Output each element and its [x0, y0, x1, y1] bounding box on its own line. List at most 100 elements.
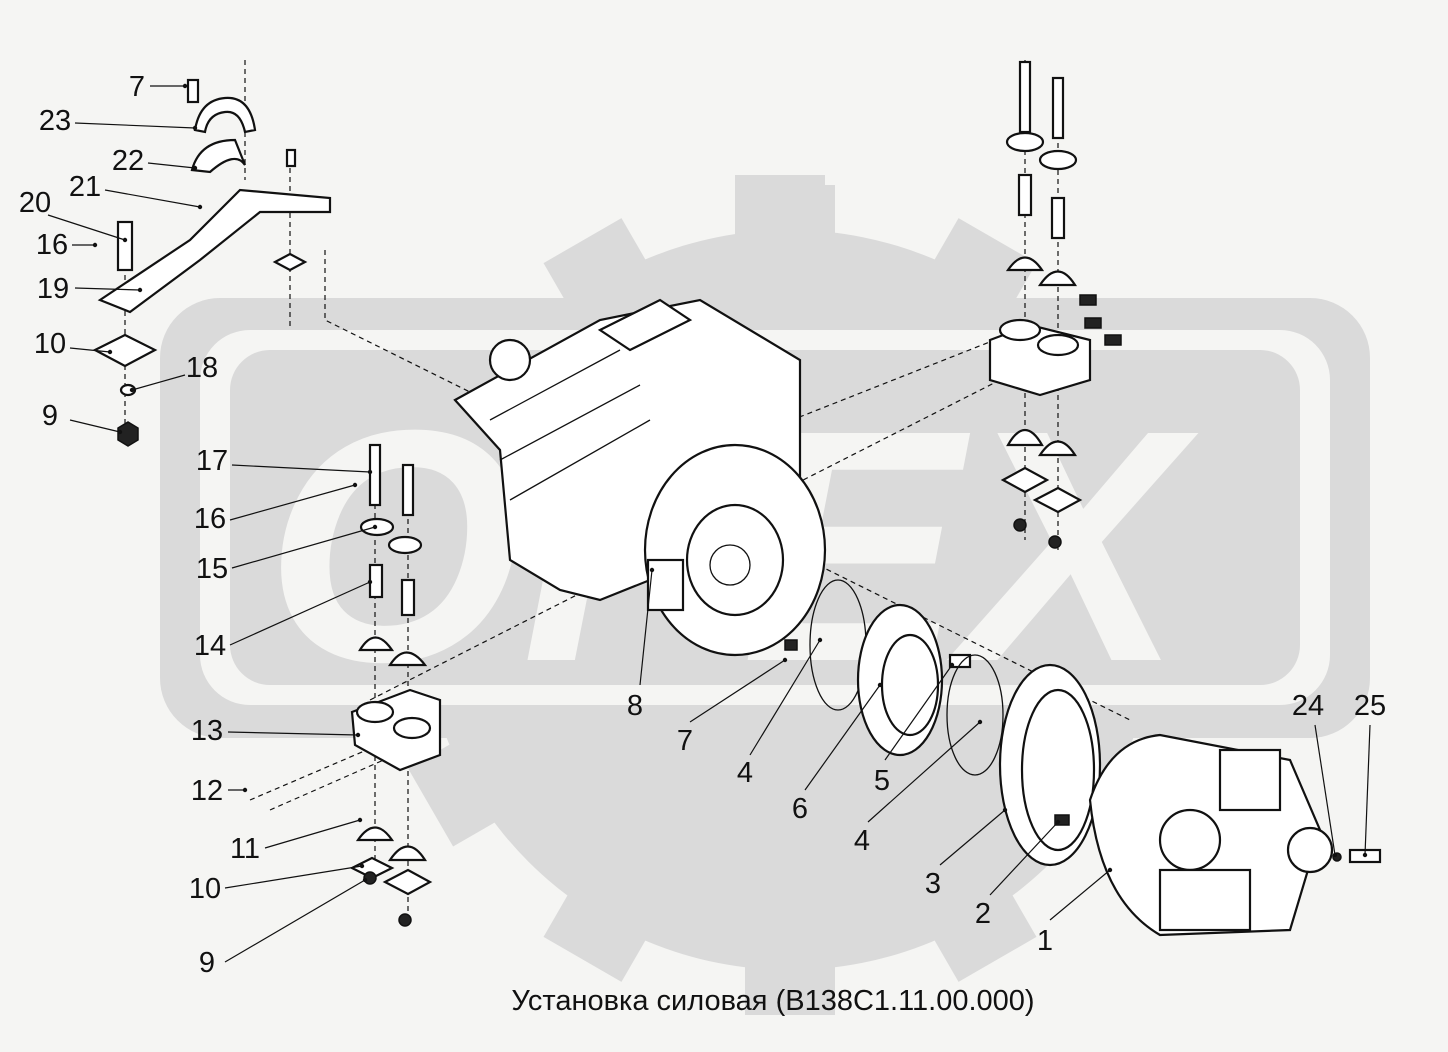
callout-16: 16 — [36, 229, 98, 261]
callout-label: 24 — [1292, 690, 1324, 722]
leader-dot — [357, 817, 363, 823]
callout-17: 17 — [196, 445, 373, 477]
leader-line — [639, 569, 653, 686]
coupling-parts — [784, 579, 1382, 937]
leader-dot — [355, 732, 361, 738]
callout-label: 16 — [36, 229, 68, 261]
callout-label: 3 — [925, 868, 941, 900]
callout-label: 5 — [874, 765, 890, 797]
callout-label: 12 — [191, 775, 223, 807]
callout-22: 22 — [112, 145, 198, 177]
callout-label: 10 — [189, 873, 221, 905]
callout-4: 4 — [854, 719, 983, 857]
callout-label: 1 — [1037, 925, 1053, 957]
callout-label: 25 — [1354, 690, 1386, 722]
leader-dot — [782, 657, 788, 663]
callout-23: 23 — [39, 105, 198, 137]
leader-dot — [649, 567, 655, 573]
leader-dot — [362, 877, 368, 883]
leader-dot — [1362, 852, 1368, 858]
callout-6: 6 — [792, 682, 883, 825]
upper-right-mount — [988, 60, 1122, 549]
leader-dot — [192, 125, 198, 131]
leader-dot — [877, 682, 883, 688]
callout-5: 5 — [874, 662, 955, 797]
engine — [453, 298, 827, 657]
callout-7: 7 — [677, 657, 788, 757]
callout-label: 2 — [975, 898, 991, 930]
leader-dot — [1002, 807, 1008, 813]
callout-11: 11 — [230, 817, 363, 865]
callout-label: 15 — [196, 553, 228, 585]
leader-line — [229, 484, 356, 521]
leader-line — [227, 731, 359, 736]
leader-line — [264, 819, 361, 849]
leader-line — [689, 659, 786, 723]
callout-10: 10 — [34, 328, 113, 360]
leader-dot — [367, 469, 373, 475]
lower-left-mount — [349, 443, 442, 927]
callout-13: 13 — [191, 715, 361, 747]
leader-dot — [977, 719, 983, 725]
callout-label: 7 — [129, 71, 145, 103]
leader-line — [1314, 724, 1336, 856]
leader-dot — [359, 863, 365, 869]
callout-18: 18 — [129, 352, 218, 393]
leader-line — [884, 664, 953, 761]
callout-label: 11 — [230, 833, 260, 865]
callout-21: 21 — [69, 171, 203, 210]
callout-10: 10 — [189, 863, 365, 905]
callout-label: 13 — [191, 715, 223, 747]
callout-7: 7 — [129, 71, 188, 103]
callout-3: 3 — [925, 807, 1008, 900]
leader-dot — [1107, 867, 1113, 873]
callout-label: 10 — [34, 328, 66, 360]
callout-label: 17 — [196, 445, 228, 477]
leader-dot — [352, 482, 358, 488]
callout-label: 21 — [69, 171, 101, 203]
leader-line — [69, 419, 121, 433]
leader-line — [939, 809, 1006, 866]
callout-20: 20 — [19, 187, 128, 243]
callout-4: 4 — [737, 637, 823, 789]
callout-14: 14 — [194, 579, 373, 662]
leader-line — [229, 581, 371, 646]
callout-label: 22 — [112, 145, 144, 177]
callout-16: 16 — [194, 482, 358, 535]
leader-dot — [92, 242, 98, 248]
leader-line — [749, 639, 821, 756]
callout-label: 4 — [854, 825, 870, 857]
leader-line — [131, 374, 186, 391]
leader-line — [867, 721, 981, 823]
leader-line — [804, 684, 881, 791]
callout-label: 23 — [39, 105, 71, 137]
callout-label: 9 — [199, 947, 215, 979]
leader-dot — [117, 429, 123, 435]
callout-1: 1 — [1037, 867, 1113, 957]
callout-2: 2 — [975, 819, 1061, 930]
leader-line — [1364, 724, 1371, 856]
callout-label: 18 — [186, 352, 218, 384]
leader-line — [147, 162, 196, 169]
leader-line — [74, 287, 141, 291]
leader-dot — [182, 83, 188, 89]
leader-dot — [192, 165, 198, 171]
callout-15: 15 — [196, 524, 378, 585]
leader-dot — [367, 579, 373, 585]
leader-dot — [242, 787, 248, 793]
callout-label: 9 — [42, 400, 58, 432]
leader-dot — [1332, 852, 1338, 858]
leader-dot — [949, 662, 955, 668]
callout-8: 8 — [627, 567, 655, 722]
diagram-caption: Установка силовая (В138С1.11.00.000) — [511, 985, 1034, 1017]
upper-left-mount — [92, 78, 332, 447]
callout-label: 19 — [37, 273, 69, 305]
callout-12: 12 — [191, 775, 248, 807]
callout-25: 25 — [1354, 690, 1386, 858]
leader-line — [989, 821, 1059, 896]
callout-label: 6 — [792, 793, 808, 825]
callout-9: 9 — [42, 400, 123, 435]
callout-label: 20 — [19, 187, 51, 219]
leader-line — [104, 189, 201, 208]
